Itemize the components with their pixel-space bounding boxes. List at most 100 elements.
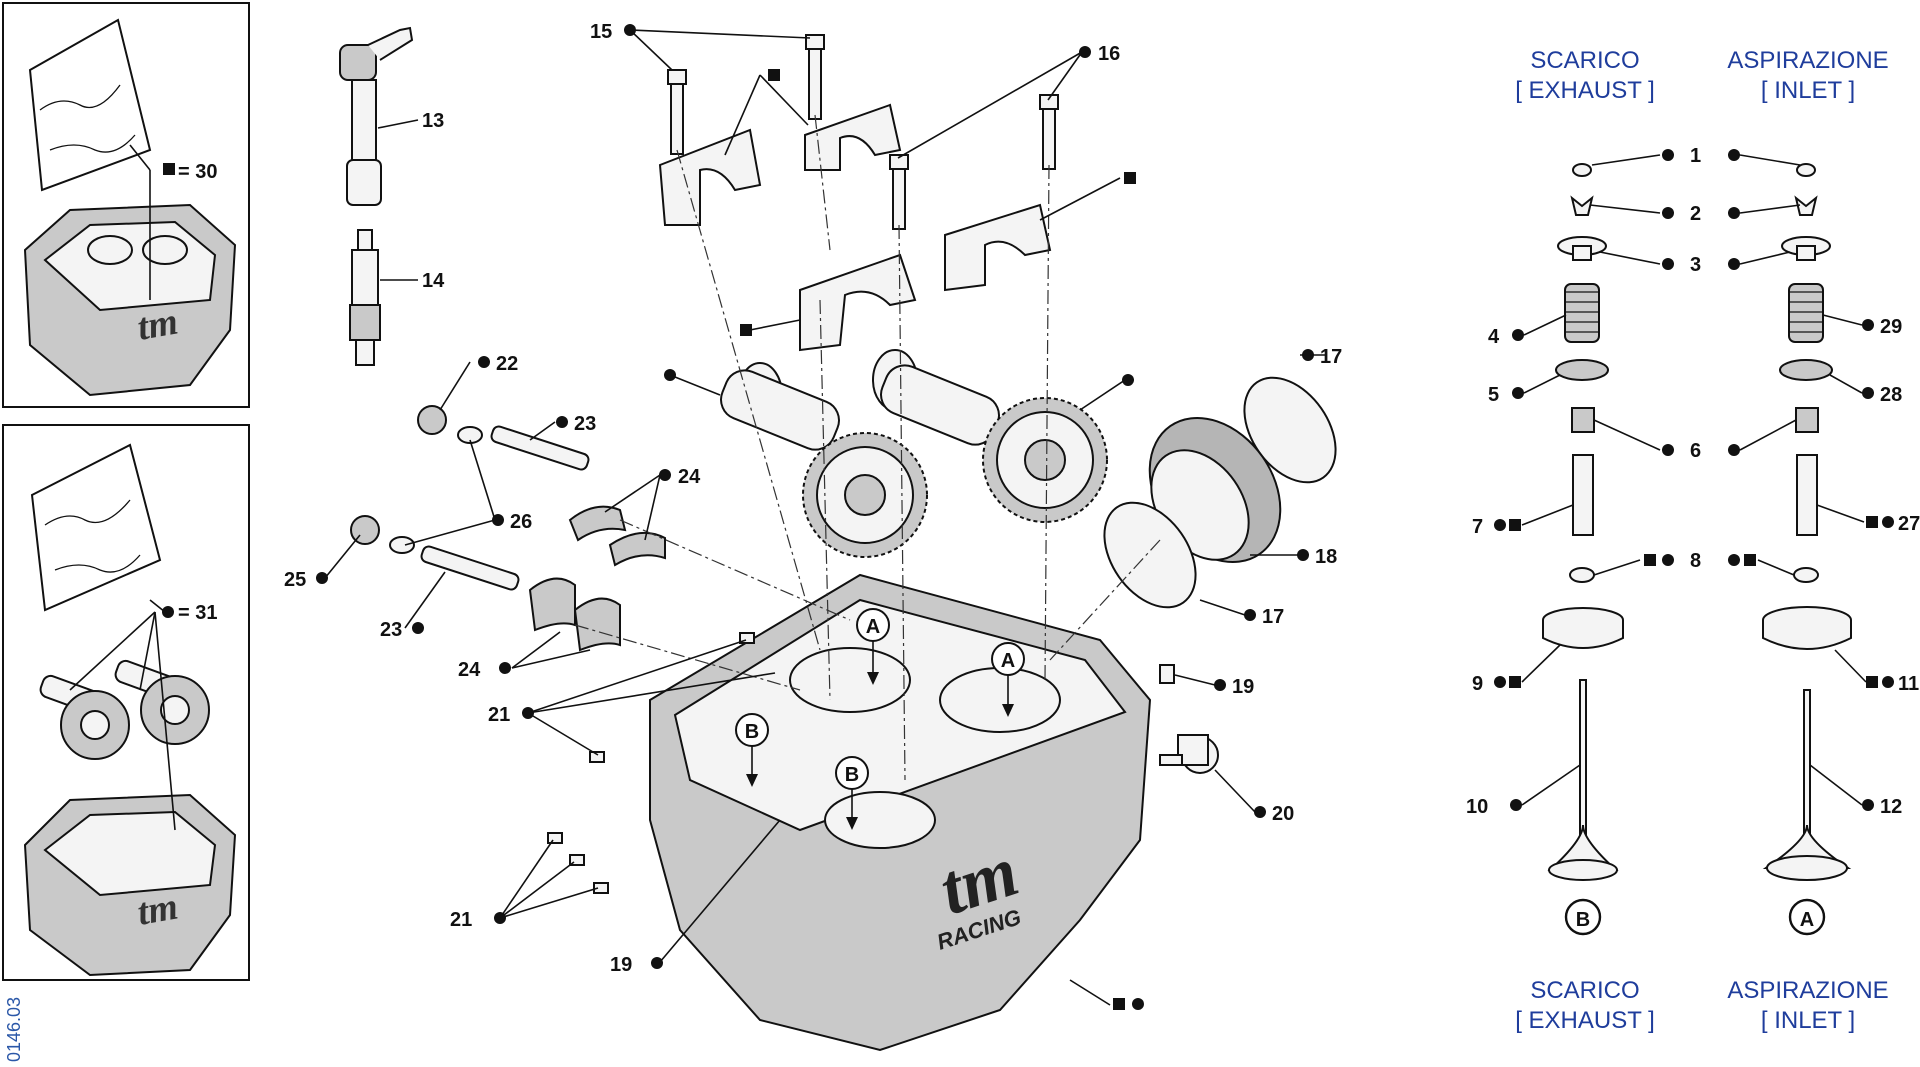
callout-7: 7 <box>1472 516 1483 538</box>
callout-19: 19 <box>610 954 632 976</box>
alignment-line <box>819 299 831 701</box>
alignment-line <box>619 519 851 621</box>
camshaft-thumbnail <box>39 659 210 760</box>
alignment-line <box>676 149 821 651</box>
callout-12: 12 <box>1880 796 1902 818</box>
callout-25: 25 <box>284 569 306 591</box>
callout-3: 3 <box>1690 254 1701 276</box>
cylinder-head: tm RACING <box>649 573 1219 1052</box>
callout-22: 22 <box>496 353 518 375</box>
set-screw <box>569 854 585 866</box>
dot-symbol <box>1122 374 1134 386</box>
svg-text:A: A <box>866 616 880 638</box>
callout-20: 20 <box>1272 803 1294 825</box>
callout-16: 16 <box>1098 43 1120 65</box>
exhaust-camshaft <box>720 362 928 558</box>
callout-17: 17 <box>1262 606 1284 628</box>
kit-30-label: = 30 <box>178 161 217 183</box>
square-symbol <box>1509 519 1521 531</box>
square-symbol <box>1866 516 1878 528</box>
svg-text:tm: tm <box>134 301 181 349</box>
set-screw <box>547 832 563 844</box>
rocker-arms-upper <box>568 505 666 567</box>
svg-text:B: B <box>745 721 759 743</box>
exhaust-footer-en: [ EXHAUST ] <box>1515 1007 1655 1034</box>
callout-26: 26 <box>510 511 532 533</box>
view-marker-a: A <box>991 642 1025 717</box>
callout-18: 18 <box>1315 546 1337 568</box>
document-code: 0146.03 <box>4 997 24 1062</box>
square-symbol <box>1644 554 1656 566</box>
rocker-arms-lower <box>528 577 621 652</box>
gasket-kit-bag-icon <box>28 18 152 192</box>
dot-symbol <box>162 606 174 618</box>
svg-text:A: A <box>1001 650 1015 672</box>
inlet-footer-it: ASPIRAZIONE <box>1727 977 1888 1004</box>
callout-15: 15 <box>590 21 612 43</box>
alignment-line <box>1044 164 1050 681</box>
inlet-valve-stack: A <box>1762 163 1852 936</box>
callout-17: 17 <box>1320 346 1342 368</box>
inlet-valve-marker: A <box>1800 909 1814 931</box>
cap-bolt <box>805 34 825 120</box>
callout-11: 11 <box>1898 673 1919 695</box>
inlet-valve-spring <box>1788 283 1824 343</box>
callout-27: 27 <box>1898 513 1920 535</box>
callout-4: 4 <box>1488 326 1500 348</box>
view-marker-a: A <box>856 608 890 685</box>
callout-21: 21 <box>450 909 472 931</box>
square-symbol <box>163 163 175 175</box>
cylinder-head-thumbnail: tm <box>23 793 237 977</box>
exhaust-header-en: [ EXHAUST ] <box>1515 77 1655 104</box>
set-screw <box>589 751 605 763</box>
callout-13: 13 <box>422 110 444 132</box>
callout-24: 24 <box>678 466 701 488</box>
camshaft-cap-lower-left <box>799 253 917 352</box>
alignment-line <box>898 224 906 781</box>
callout-23: 23 <box>574 413 596 435</box>
callout-10: 10 <box>1466 796 1488 818</box>
callout-19: 19 <box>1232 676 1254 698</box>
inlet-footer-en: [ INLET ] <box>1761 1007 1855 1034</box>
callout-24: 24 <box>458 659 481 681</box>
inlet-camshaft <box>872 349 1108 523</box>
callout-29: 29 <box>1880 316 1902 338</box>
callout-2: 2 <box>1690 203 1701 225</box>
svg-text:B: B <box>845 764 859 786</box>
rocker-shaft-lower <box>420 545 520 591</box>
rocker-shaft-plug-lower <box>350 515 415 554</box>
kit-31-label: = 31 <box>178 602 217 624</box>
temperature-sensor <box>1159 734 1209 766</box>
cap-bolt <box>889 154 909 230</box>
camshaft-cap-upper-left <box>658 128 762 226</box>
exhaust-valve-stack: B <box>1542 163 1624 936</box>
square-symbol <box>1509 676 1521 688</box>
alignment-line <box>574 624 801 691</box>
callout-8: 8 <box>1690 550 1701 572</box>
camshaft-cap-upper-right <box>804 103 902 171</box>
callout-6: 6 <box>1690 440 1701 462</box>
callout-9: 9 <box>1472 673 1483 695</box>
callout-28: 28 <box>1880 384 1902 406</box>
square-symbol <box>1744 554 1756 566</box>
rocker-shaft-upper <box>490 425 590 471</box>
square-symbol <box>768 69 780 81</box>
dot-symbol <box>664 369 676 381</box>
square-symbol <box>1124 172 1136 184</box>
spark-plug-cap <box>339 26 414 206</box>
dot-symbol <box>1132 998 1144 1010</box>
callout-14: 14 <box>422 270 445 292</box>
callout-21: 21 <box>488 704 510 726</box>
inlet-header-it: ASPIRAZIONE <box>1727 47 1888 74</box>
cylinder-head-thumbnail: tm <box>23 203 237 397</box>
square-symbol <box>740 324 752 336</box>
view-marker-b: B <box>735 713 769 787</box>
square-symbol <box>1866 676 1878 688</box>
callout-5: 5 <box>1488 384 1499 406</box>
spark-plug <box>349 229 381 366</box>
gasket-kit-bag-icon <box>30 443 162 612</box>
inlet-header-en: [ INLET ] <box>1761 77 1855 104</box>
rocker-shaft-plug-upper <box>417 405 483 444</box>
cap-bolt <box>667 69 687 155</box>
